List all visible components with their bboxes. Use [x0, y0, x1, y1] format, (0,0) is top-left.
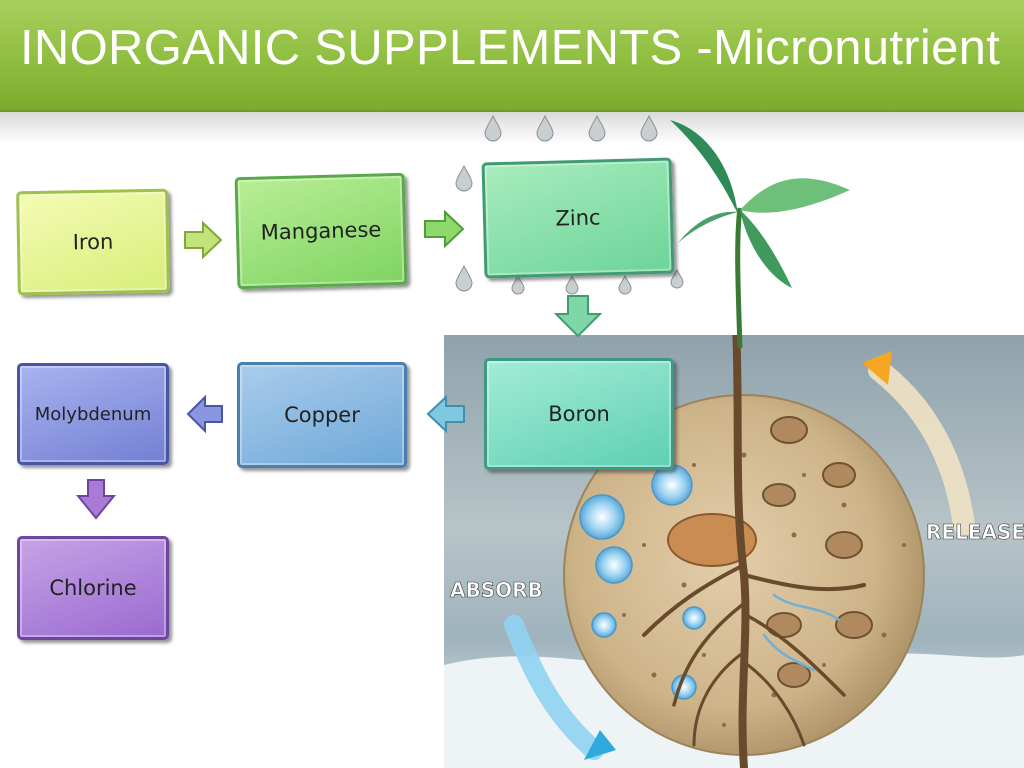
water-drop — [511, 274, 525, 295]
plant-stem — [735, 207, 743, 348]
water-drops — [455, 114, 684, 295]
water-drop — [455, 264, 473, 292]
leaf — [740, 210, 792, 288]
slide-title: INORGANIC SUPPLEMENTS -Micronutrient — [20, 21, 1001, 75]
node-molybdenum: Molybdenum — [17, 363, 169, 465]
release-arrowhead — [862, 351, 892, 385]
node-label: Boron — [548, 402, 610, 426]
seed — [667, 513, 757, 567]
absorb-label: ABSORB — [450, 578, 543, 602]
water-drop — [536, 114, 554, 142]
arrow-boron-copper — [426, 394, 465, 434]
arrow-copper-molybdenum — [186, 394, 223, 434]
arrow-zinc-boron — [554, 295, 602, 338]
node-label: Iron — [72, 229, 114, 255]
arrow-iron-manganese — [184, 220, 223, 260]
arrow-manganese-zinc — [424, 209, 465, 249]
arrow-molybdenum-chlorine — [76, 479, 116, 520]
node-label: Chlorine — [49, 576, 137, 600]
leaf — [740, 178, 850, 213]
leaf — [670, 120, 738, 214]
node-label: Copper — [284, 403, 360, 427]
water-drop — [484, 114, 502, 142]
title-bar: INORGANIC SUPPLEMENTS -Micronutrient — [0, 0, 1024, 112]
water-drop — [455, 164, 473, 192]
release-arrow — [868, 359, 975, 536]
node-zinc: Zinc — [481, 157, 675, 279]
absorb-arrowhead — [584, 730, 616, 760]
water-drop — [618, 274, 632, 295]
absorb-arrow — [504, 615, 604, 760]
water-drop — [670, 268, 684, 289]
node-iron: Iron — [16, 188, 170, 296]
plant-leaves — [670, 120, 850, 348]
leaf — [678, 211, 738, 243]
water-drop — [640, 114, 658, 142]
water-drop — [565, 274, 579, 295]
water-drop — [588, 114, 606, 142]
node-label: Manganese — [260, 217, 382, 245]
node-boron: Boron — [484, 358, 674, 470]
release-label: RELEASE — [926, 520, 1024, 544]
title-shadow — [0, 112, 1024, 146]
node-label: Zinc — [555, 205, 601, 231]
node-chlorine: Chlorine — [17, 536, 169, 640]
node-copper: Copper — [237, 362, 407, 468]
node-manganese: Manganese — [234, 172, 408, 290]
node-label: Molybdenum — [34, 403, 152, 425]
